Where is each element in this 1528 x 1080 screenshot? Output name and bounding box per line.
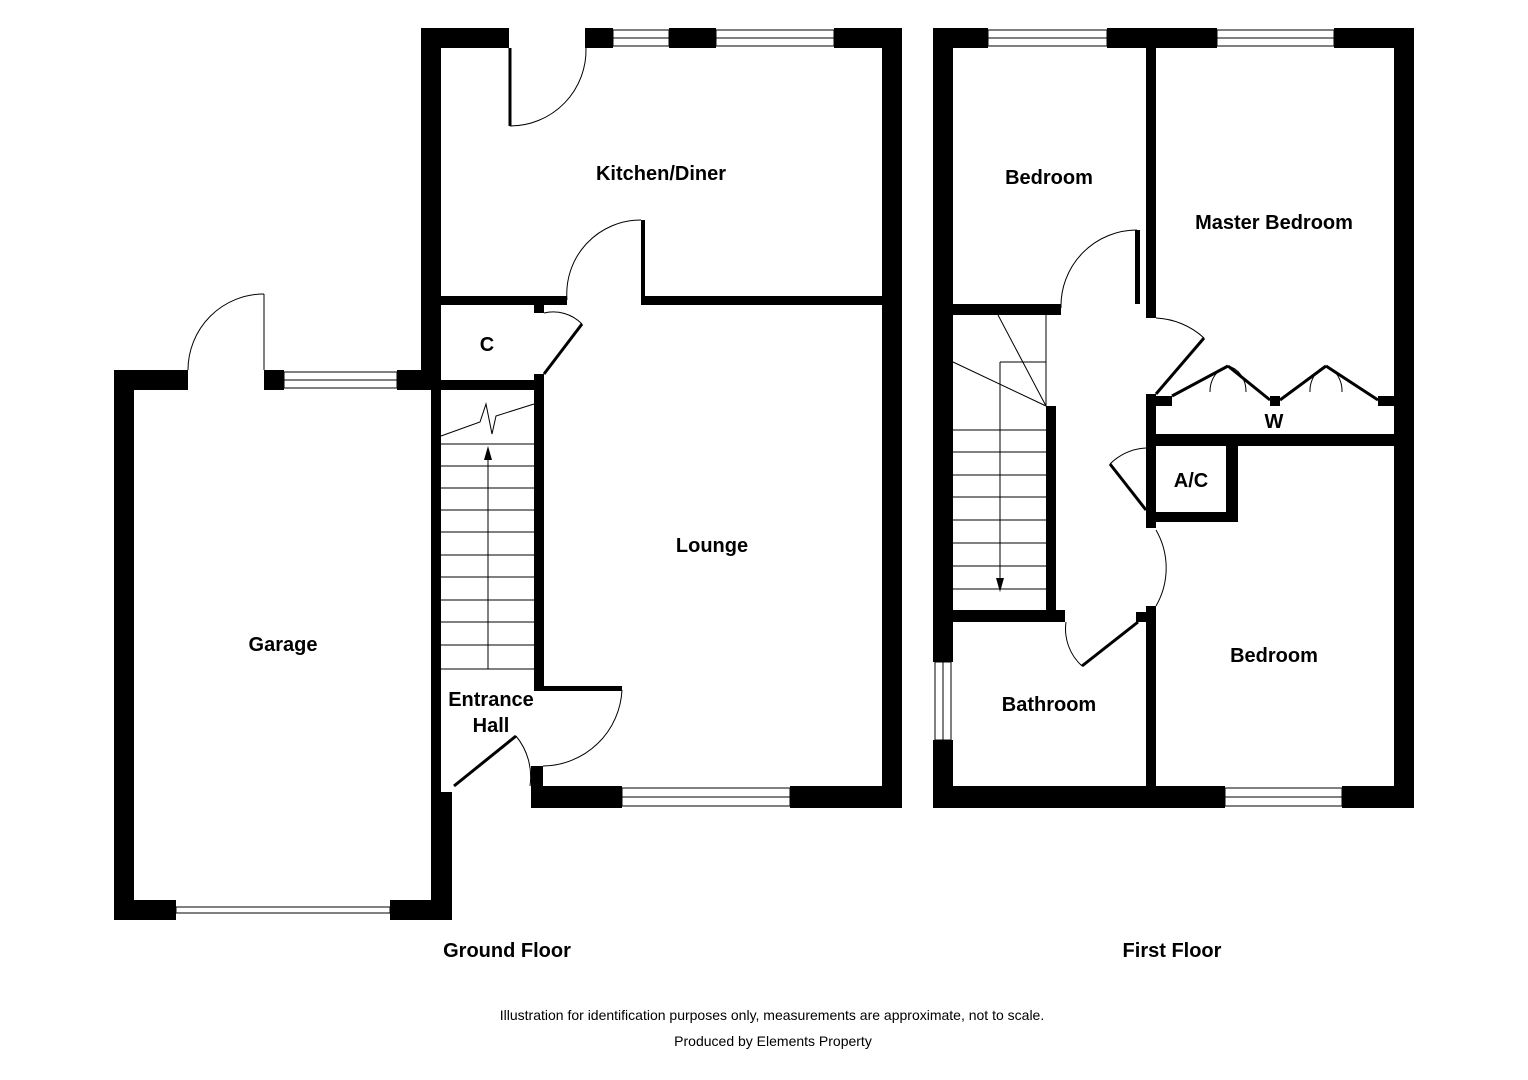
kitchen-label: Kitchen/Diner [596, 163, 726, 185]
first-staircase [952, 314, 1047, 590]
kitchen-back-door [508, 47, 587, 127]
hall-label-line2: Hall [473, 715, 510, 737]
wardrobe-doors [1171, 364, 1379, 402]
bathroom-door [1065, 620, 1139, 668]
first-outer-walls [933, 28, 1414, 808]
garage-walls [114, 370, 452, 920]
front-door [453, 734, 532, 788]
bathroom-label: Bathroom [1002, 694, 1096, 716]
airing-cupboard-door [1108, 447, 1148, 511]
disclaimer-text: Illustration for identification purposes… [500, 1007, 1044, 1023]
cupboard-label: C [480, 334, 494, 356]
credit-text: Produced by Elements Property [674, 1033, 872, 1049]
master-bedroom-label: Master Bedroom [1195, 212, 1353, 234]
first-floor-title: First Floor [1123, 940, 1222, 962]
hall-label-line1: Entrance [448, 689, 534, 711]
ground-floor-plan: Kitchen/Diner C Lounge Garage Entrance H… [114, 28, 902, 920]
ground-staircase [440, 402, 535, 670]
airing-cupboard-label: A/C [1174, 470, 1208, 492]
bedroom-door [1060, 229, 1138, 309]
house-walls [421, 28, 902, 808]
garage-label: Garage [249, 634, 318, 656]
bedroom-small-label: Bedroom [1005, 167, 1093, 189]
bedroom-rear-label: Bedroom [1230, 645, 1318, 667]
cupboard-door [542, 311, 584, 375]
kitchen-door [566, 219, 642, 301]
lounge-label: Lounge [676, 535, 748, 557]
kitchen-windows [612, 29, 835, 47]
stairs-up-arrow-icon [484, 446, 492, 460]
garage-window [283, 371, 398, 389]
lounge-door [542, 689, 623, 767]
rear-bedroom-door [1155, 529, 1167, 607]
lounge-window [621, 787, 791, 807]
first-interior-walls [953, 48, 1394, 796]
master-bedroom-door [1154, 317, 1206, 395]
first-floor-plan: Bedroom Master Bedroom W A/C Bathroom Be… [933, 28, 1414, 808]
ground-interior-walls [441, 220, 882, 691]
stairs-down-arrow-icon [996, 578, 1004, 592]
garage-up-and-over-door [175, 906, 391, 914]
garage-side-door [187, 293, 265, 371]
wardrobe-label: W [1265, 411, 1284, 433]
ground-floor-title: Ground Floor [443, 940, 571, 962]
first-windows [934, 29, 1343, 807]
